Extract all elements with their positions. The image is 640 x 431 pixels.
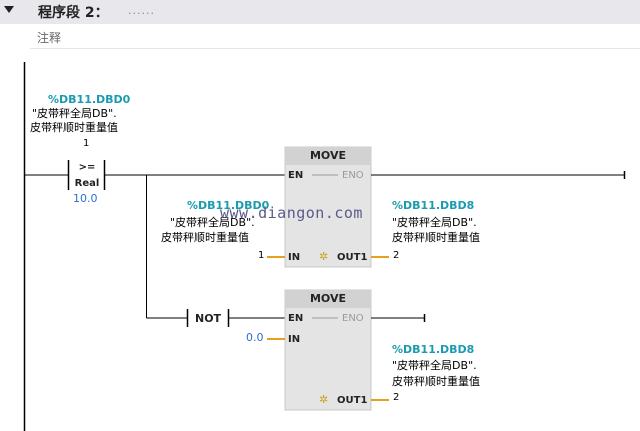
move1-out-gear-icon: ✲ [319,250,329,263]
move2-out-gear-icon: ✲ [319,393,329,406]
move1-title: MOVE [309,149,347,162]
move2-header [285,290,371,308]
not-contact-label[interactable]: NOT [195,312,222,325]
comment-label[interactable]: 注释 [37,31,62,45]
watermark: www.diangon.com [220,204,363,222]
compare-operator: >= [78,162,96,173]
compare-operand-tag-line2[interactable]: 皮带秤顺时重量值 [30,121,118,134]
ladder-wiring [23,62,626,431]
move2-eno-label: ENO [342,313,364,324]
move1-out-label: OUT1 [337,252,368,263]
ladder-network: %DB11.DBD0 "皮带秤全局DB". 皮带秤顺时重量值 1 >= Real… [0,50,640,431]
move2-box [284,289,372,411]
segment-title: 程序段 2： [38,5,109,21]
compare-operand-address[interactable]: %DB11.DBD0 [48,93,131,106]
move1-in-label: IN [288,252,301,263]
move1-in-tag-line1[interactable]: "皮带秤全局DB". [170,216,255,229]
move2-in-label: IN [288,334,301,345]
move2-en-label: EN [288,313,304,324]
compare-operand-index: 1 [83,138,90,149]
compare-value[interactable]: 10.0 [73,192,98,205]
move1-in-index: 1 [258,250,265,261]
move2-out-tag-line1[interactable]: "皮带秤全局DB". [392,359,477,372]
compare-operand-tag-line1[interactable]: "皮带秤全局DB". [32,107,117,120]
move1-out-address[interactable]: %DB11.DBD8 [392,199,475,212]
move1-out-tag-line1[interactable]: "皮带秤全局DB". [392,216,477,229]
move1-en-label: EN [288,170,304,181]
move1-out-tag-line2[interactable]: 皮带秤顺时重量值 [392,231,480,244]
move2-out-label: OUT1 [337,395,368,406]
move1-in-tag-line2[interactable]: 皮带秤顺时重量值 [161,231,249,244]
comment-bar[interactable]: 注释 [30,26,640,49]
move2-out-address[interactable]: %DB11.DBD8 [392,343,475,356]
move2-out-index: 2 [393,392,400,403]
compare-type[interactable]: Real [74,178,100,189]
collapse-triangle-icon[interactable] [4,6,14,13]
move2-in-value[interactable]: 0.0 [246,331,264,344]
move1-header [285,147,371,165]
move2-out-tag-line2[interactable]: 皮带秤顺时重量值 [392,375,480,388]
move1-out-index: 2 [393,250,400,261]
move1-in-address[interactable]: %DB11.DBD0 [187,199,270,212]
move2-title: MOVE [309,292,347,305]
segment-header[interactable]: 程序段 2： ...... [0,0,640,24]
segment-title-suffix: ...... [128,4,155,17]
move1-eno-label: ENO [342,170,364,181]
